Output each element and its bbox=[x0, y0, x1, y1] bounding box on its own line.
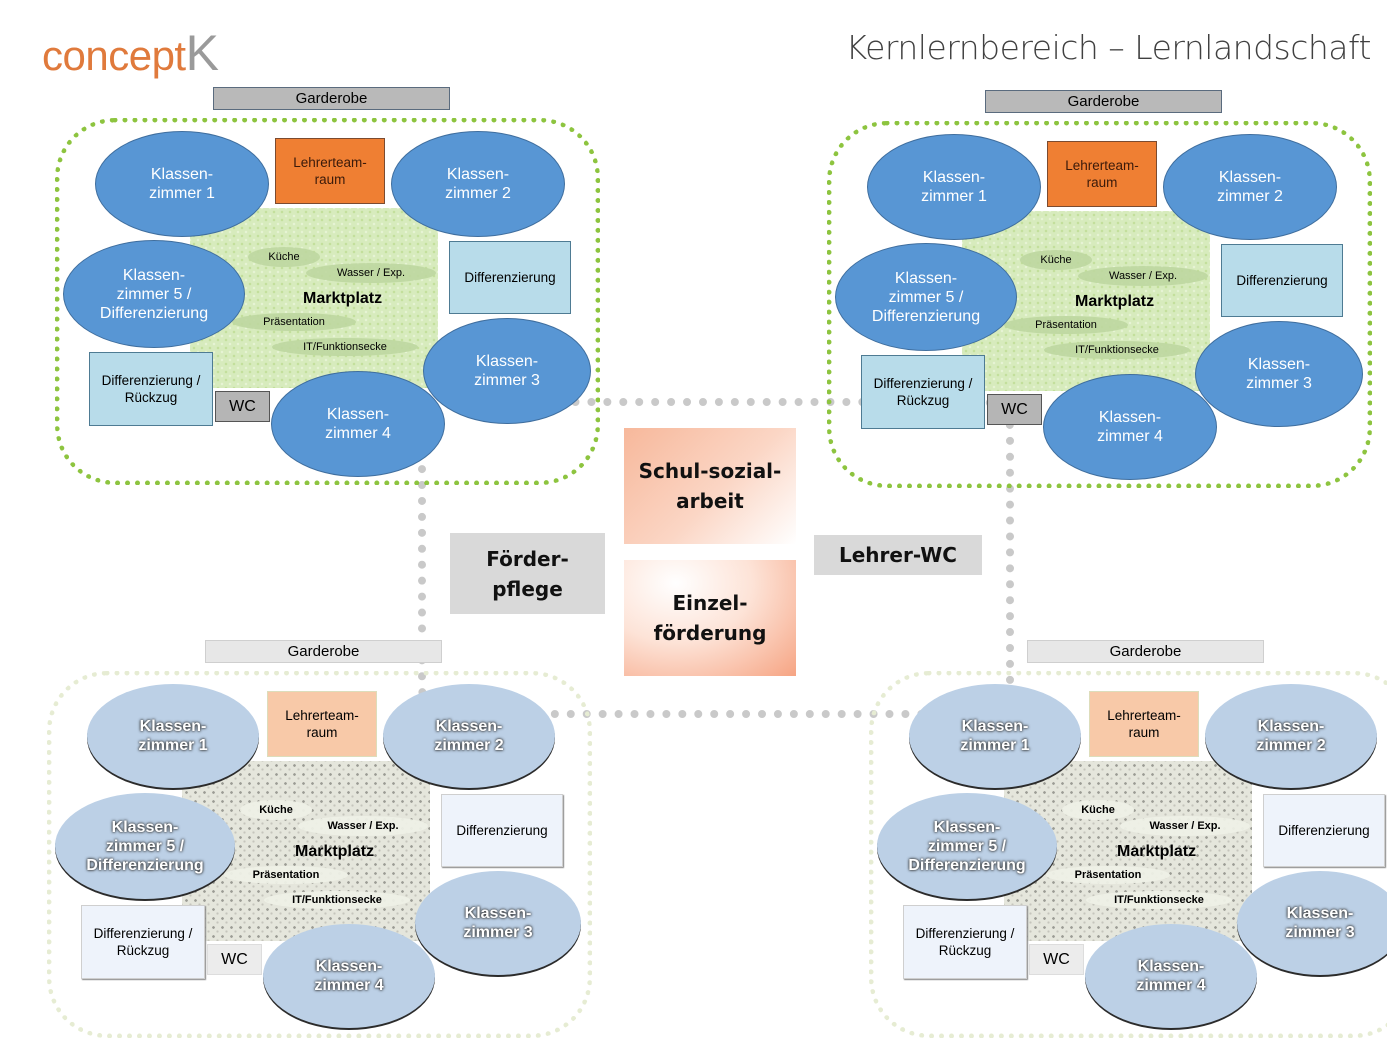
klassenzimmer-5-differenzierung: Klassen- zimmer 5 / Differenzierung bbox=[835, 243, 1017, 351]
klassenzimmer-1: Klassen- zimmer 1 bbox=[909, 684, 1081, 788]
marktplatz-zone: Küche bbox=[240, 800, 312, 820]
cluster-frame bbox=[827, 121, 1372, 488]
marktplatz-zone: Präsentation bbox=[1046, 866, 1170, 884]
klassenzimmer-2: Klassen- zimmer 2 bbox=[391, 131, 565, 237]
wc-room: WC bbox=[1029, 944, 1084, 975]
klassenzimmer-1: Klassen- zimmer 1 bbox=[867, 134, 1041, 240]
cluster-frame bbox=[869, 671, 1387, 1038]
klassenzimmer-3: Klassen- zimmer 3 bbox=[1195, 321, 1363, 427]
klassenzimmer-4: Klassen- zimmer 4 bbox=[1043, 374, 1217, 480]
wc-room: WC bbox=[215, 391, 270, 422]
garderobe: Garderobe bbox=[985, 90, 1222, 113]
klassenzimmer-4: Klassen- zimmer 4 bbox=[271, 371, 445, 477]
klassenzimmer-1: Klassen- zimmer 1 bbox=[87, 684, 259, 788]
marktplatz-label: Marktplatz bbox=[1117, 843, 1197, 860]
lehrerteamraum: Lehrerteam- raum bbox=[1047, 141, 1157, 207]
marktplatz-zone: Wasser / Exp. bbox=[1120, 816, 1250, 836]
klassenzimmer-3: Klassen- zimmer 3 bbox=[415, 871, 581, 975]
marktplatz-zone: Präsentation bbox=[1004, 316, 1128, 334]
corridor-connector bbox=[418, 398, 1014, 718]
concept-k-logo: conceptK bbox=[42, 24, 219, 82]
differenzierung-rueckzug-room: Differenzierung / Rückzug bbox=[903, 905, 1027, 979]
garderobe: Garderobe bbox=[205, 640, 442, 663]
klassenzimmer-4: Klassen- zimmer 4 bbox=[1085, 924, 1257, 1028]
marktplatz-zone: Küche bbox=[248, 247, 320, 267]
differenzierung-rueckzug-room: Differenzierung / Rückzug bbox=[861, 355, 985, 429]
marktplatz-zone: IT/Funktionsecke bbox=[264, 891, 410, 909]
marktplatz-label: Marktplatz bbox=[1075, 293, 1155, 310]
page-title: Kernlernbereich – Lernlandschaft bbox=[845, 28, 1372, 67]
lehrerteamraum: Lehrerteam- raum bbox=[275, 138, 385, 204]
marktplatz-zone: IT/Funktionsecke bbox=[272, 338, 418, 356]
marktplatz-area bbox=[1004, 761, 1252, 941]
marktplatz-label: Marktplatz bbox=[295, 843, 375, 860]
lehrer-wc-room: Lehrer-WC bbox=[814, 535, 982, 575]
marktplatz-zone: Wasser / Exp. bbox=[1078, 266, 1208, 286]
wc-room: WC bbox=[207, 944, 262, 975]
klassenzimmer-5-differenzierung: Klassen- zimmer 5 / Differenzierung bbox=[63, 240, 245, 348]
marktplatz-zone: Wasser / Exp. bbox=[298, 816, 428, 836]
differenzierung-rueckzug-room: Differenzierung / Rückzug bbox=[89, 352, 213, 426]
differenzierung-room: Differenzierung bbox=[441, 794, 563, 867]
klassenzimmer-3: Klassen- zimmer 3 bbox=[1237, 871, 1387, 975]
garderobe: Garderobe bbox=[1027, 640, 1264, 663]
klassenzimmer-2: Klassen- zimmer 2 bbox=[1205, 684, 1377, 788]
marktplatz-zone: Küche bbox=[1062, 800, 1134, 820]
differenzierung-rueckzug-room: Differenzierung / Rückzug bbox=[81, 905, 205, 979]
marktplatz-label: Marktplatz bbox=[303, 290, 383, 307]
cluster-frame bbox=[55, 118, 600, 485]
klassenzimmer-2: Klassen- zimmer 2 bbox=[1163, 134, 1337, 240]
einzelfoerderung-room: Einzel- förderung bbox=[624, 560, 796, 676]
klassenzimmer-5-differenzierung: Klassen- zimmer 5 / Differenzierung bbox=[877, 793, 1057, 899]
marktplatz-zone: Küche bbox=[1020, 250, 1092, 270]
logo-k-mark: K bbox=[185, 25, 219, 81]
foerderpflege-room: Förder- pflege bbox=[450, 533, 605, 614]
logo-text: concept bbox=[42, 32, 186, 79]
marktplatz-zone: Wasser / Exp. bbox=[306, 263, 436, 283]
klassenzimmer-2: Klassen- zimmer 2 bbox=[383, 684, 555, 788]
cluster-frame bbox=[47, 671, 592, 1038]
marktplatz-zone: IT/Funktionsecke bbox=[1086, 891, 1232, 909]
marktplatz-zone: Präsentation bbox=[232, 313, 356, 331]
klassenzimmer-4: Klassen- zimmer 4 bbox=[263, 924, 435, 1028]
differenzierung-room: Differenzierung bbox=[1221, 244, 1343, 317]
differenzierung-room: Differenzierung bbox=[449, 241, 571, 314]
garderobe: Garderobe bbox=[213, 87, 450, 110]
marktplatz-zone: Präsentation bbox=[224, 866, 348, 884]
marktplatz-zone: IT/Funktionsecke bbox=[1044, 341, 1190, 359]
klassenzimmer-1: Klassen- zimmer 1 bbox=[95, 131, 269, 237]
klassenzimmer-3: Klassen- zimmer 3 bbox=[423, 318, 591, 424]
differenzierung-room: Differenzierung bbox=[1263, 794, 1385, 867]
lehrerteamraum: Lehrerteam- raum bbox=[267, 691, 377, 757]
lehrerteamraum: Lehrerteam- raum bbox=[1089, 691, 1199, 757]
marktplatz-area bbox=[190, 208, 438, 388]
schulsozialarbeit-room: Schul-sozial- arbeit bbox=[624, 428, 796, 544]
wc-room: WC bbox=[987, 394, 1042, 425]
klassenzimmer-5-differenzierung: Klassen- zimmer 5 / Differenzierung bbox=[55, 793, 235, 899]
